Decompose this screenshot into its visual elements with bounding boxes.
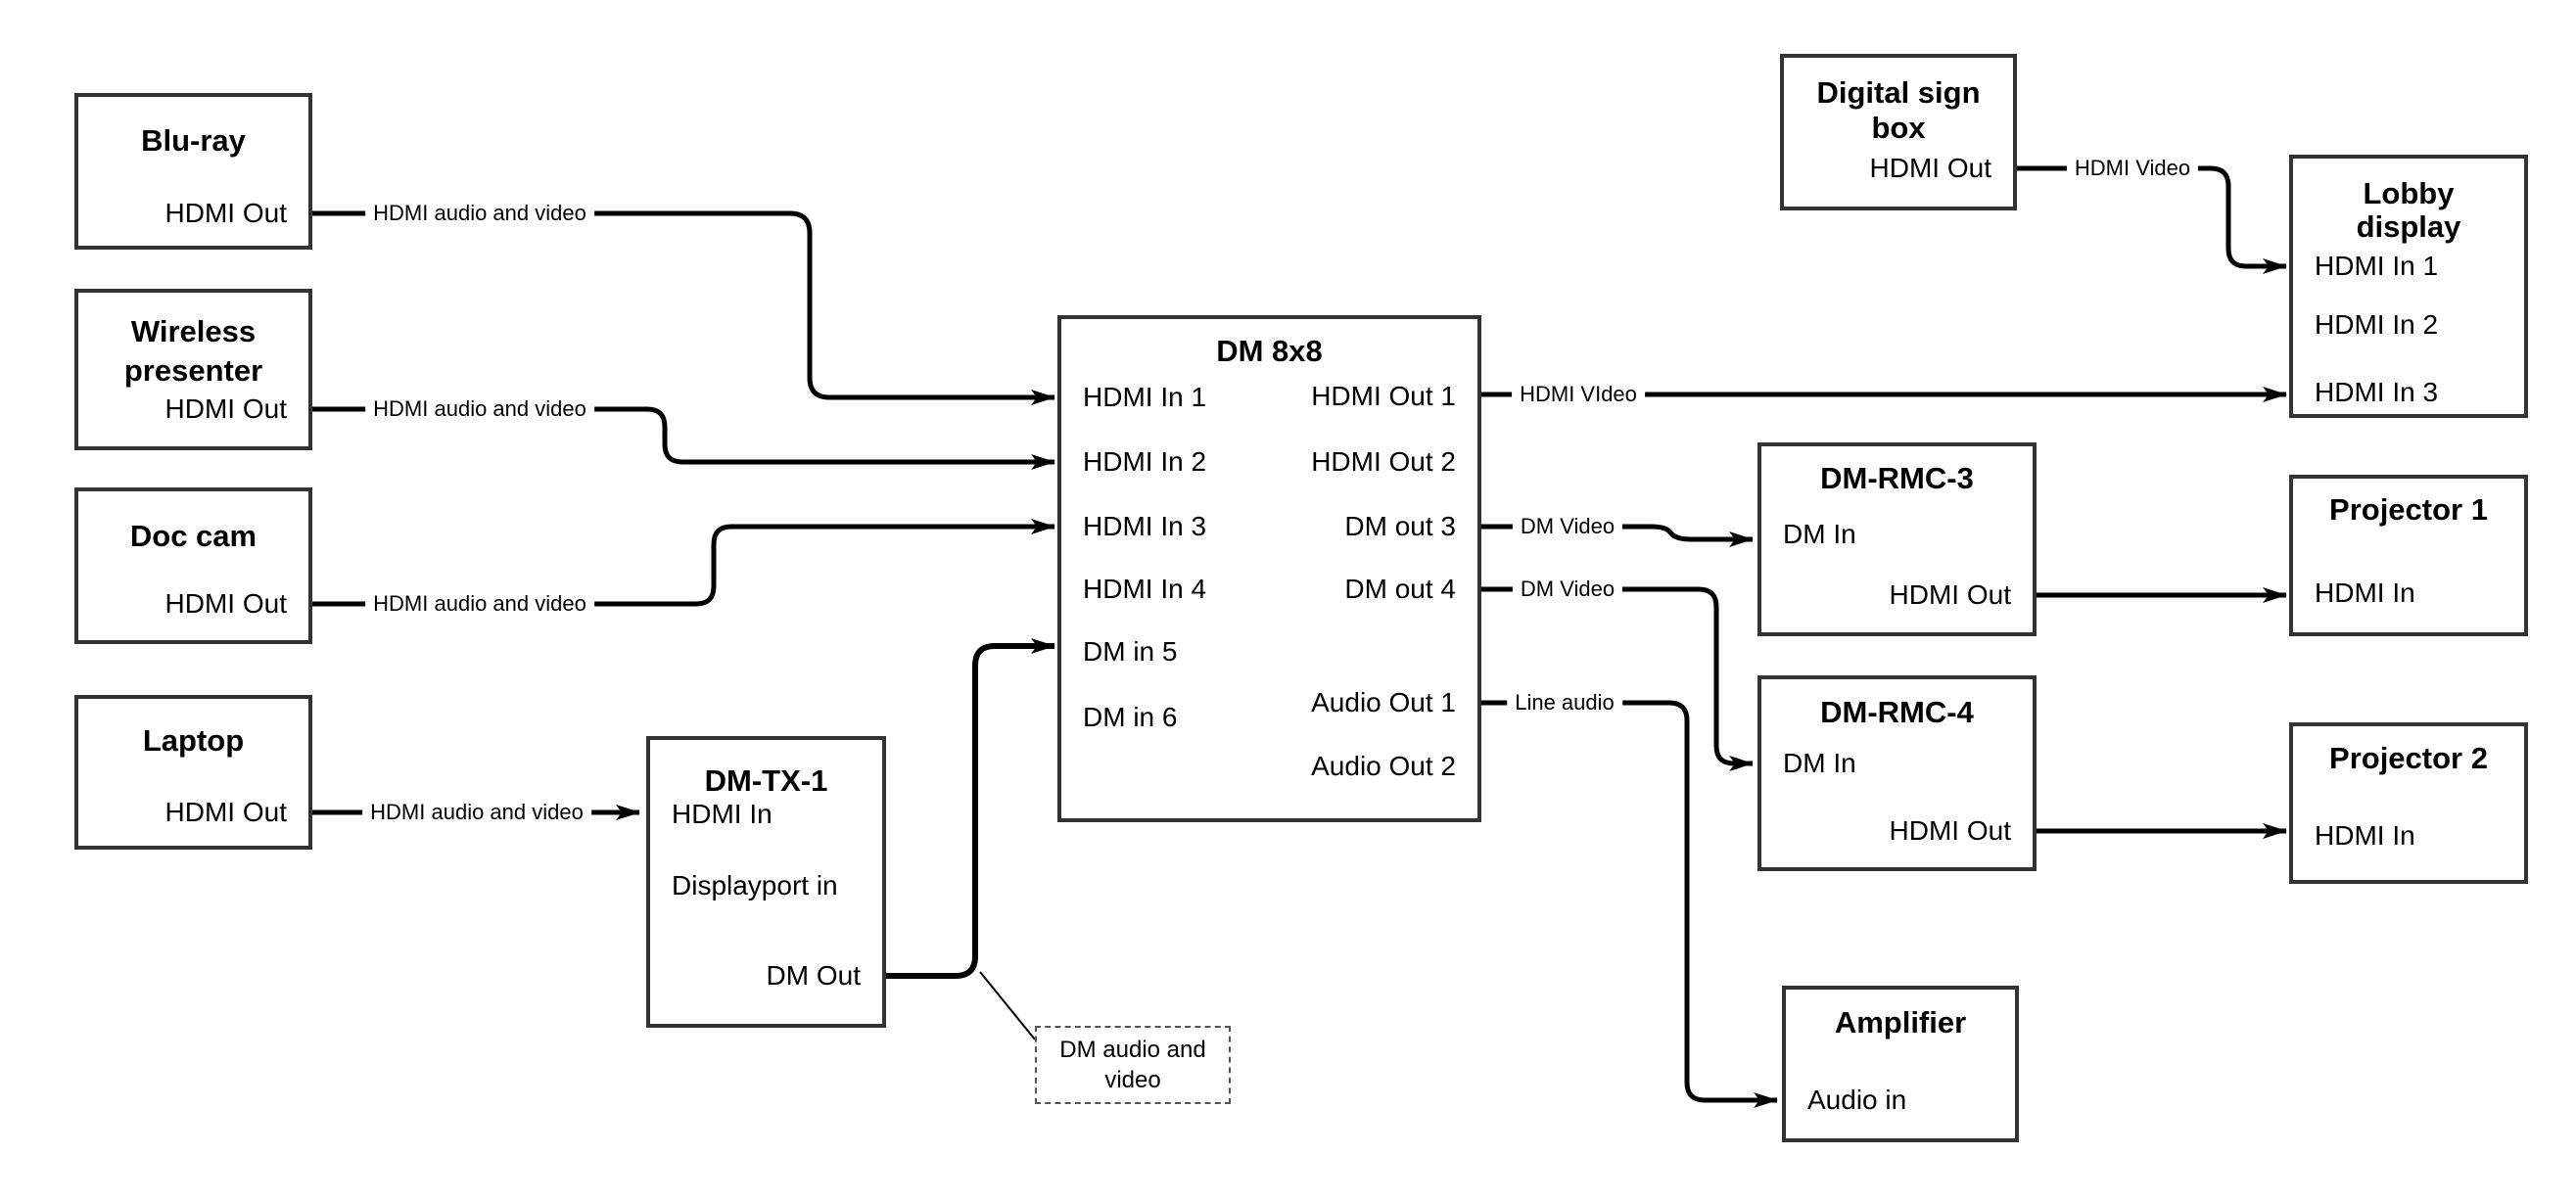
port-hdmi-out: HDMI Out	[1889, 579, 2011, 610]
port-dm-in: DM In	[1783, 748, 1856, 778]
node-wireless-presenter: Wireless presenter HDMI Out	[74, 289, 312, 450]
node-title: DM 8x8	[1216, 334, 1323, 368]
node-title: DM-RMC-4	[1820, 695, 1974, 729]
node-title: Wireless	[130, 314, 257, 348]
connection-label-dm-video-out4: DM Video	[1512, 577, 1623, 602]
port-dm-out: DM Out	[766, 960, 861, 991]
port-hdmi-out: HDMI Out	[164, 393, 287, 424]
note-text-line1: DM audio and	[1059, 1037, 1206, 1063]
port-hdmi-out: HDMI Out	[164, 797, 287, 827]
port-hdmi-in-1: HDMI In 1	[2315, 251, 2439, 281]
node-title-line2: box	[1871, 111, 1926, 145]
port-hdmi-out: HDMI Out	[1889, 815, 2011, 846]
port-audio-out-2: Audio Out 2	[1311, 751, 1456, 781]
node-projector-2: Projector 2 HDMI In	[2289, 722, 2528, 884]
node-title: Projector 2	[2329, 741, 2488, 775]
port-hdmi-out: HDMI Out	[1869, 153, 1991, 183]
port-dm-in-5: DM in 5	[1083, 636, 1178, 667]
node-laptop: Laptop HDMI Out	[74, 695, 312, 850]
port-hdmi-out-2: HDMI Out 2	[1311, 446, 1456, 477]
port-dm-in-6: DM in 6	[1083, 702, 1178, 732]
node-digital-sign-box: Digital sign box HDMI Out	[1780, 54, 2017, 210]
node-dm-rmc-4: DM-RMC-4 DM In HDMI Out	[1757, 675, 2037, 871]
connection-label-bluray-av: HDMI audio and video	[365, 201, 594, 226]
node-title: Laptop	[142, 723, 245, 758]
node-title: Lobby	[2363, 176, 2455, 210]
port-hdmi-in: HDMI In	[2315, 820, 2415, 851]
connection-doccam-to-dm8x8-in3	[312, 519, 1055, 607]
port-hdmi-in-2: HDMI In 2	[2315, 309, 2439, 340]
note-text-line2: video	[1104, 1067, 1161, 1093]
connection-wireless-to-dm8x8-in2	[312, 406, 1055, 470]
port-hdmi-in-1: HDMI In 1	[1083, 382, 1207, 412]
port-hdmi-out: HDMI Out	[164, 198, 287, 228]
port-audio-out-1: Audio Out 1	[1311, 687, 1456, 717]
node-title: DM-TX-1	[704, 763, 828, 798]
node-amplifier: Amplifier Audio in	[1782, 986, 2019, 1142]
port-hdmi-out: HDMI Out	[164, 588, 287, 619]
port-hdmi-in: HDMI In	[2315, 577, 2415, 608]
node-title: DM-RMC-3	[1820, 461, 1974, 495]
node-title-line2: presenter	[123, 353, 263, 388]
connection-bluray-to-dm8x8-in1	[312, 210, 1055, 405]
port-dm-out-4: DM out 4	[1344, 574, 1456, 604]
node-title: Blu-ray	[141, 123, 246, 158]
port-displayport-in: Displayport in	[672, 870, 838, 901]
node-title: Digital sign	[1816, 75, 1981, 110]
note-dm-audio-video: DM audio and video	[1035, 1026, 1231, 1104]
connection-dmtx1-to-dm8x8-in5	[886, 638, 1055, 979]
port-hdmi-in-3: HDMI In 3	[2315, 377, 2439, 407]
connection-label-doccam-av: HDMI audio and video	[365, 591, 594, 617]
port-hdmi-in-4: HDMI In 4	[1083, 574, 1207, 604]
connection-label-line-audio: Line audio	[1507, 690, 1622, 716]
port-hdmi-out-1: HDMI Out 1	[1311, 381, 1456, 411]
note-pointer-line	[979, 971, 1036, 1040]
node-projector-1: Projector 1 HDMI In	[2289, 475, 2528, 636]
node-doc-cam: Doc cam HDMI Out	[74, 487, 312, 644]
node-title: Amplifier	[1834, 1005, 1967, 1039]
connection-label-wireless-av: HDMI audio and video	[365, 396, 594, 422]
port-hdmi-in: HDMI In	[672, 799, 773, 829]
connection-label-laptop-av: HDMI audio and video	[362, 800, 591, 825]
node-lobby-display: Lobby display HDMI In 1 HDMI In 2 HDMI I…	[2289, 155, 2528, 418]
node-bluray: Blu-ray HDMI Out	[74, 93, 312, 250]
connection-dm8x8-out4-to-rmc4	[1481, 586, 1754, 771]
port-hdmi-in-3: HDMI In 3	[1083, 511, 1207, 541]
port-audio-in: Audio in	[1807, 1085, 1907, 1115]
node-dm-rmc-3: DM-RMC-3 DM In HDMI Out	[1757, 442, 2037, 636]
connection-dm8x8-audio1-to-amplifier	[1481, 700, 1778, 1108]
node-dm-8x8: DM 8x8 HDMI In 1 HDMI In 2 HDMI In 3 HDM…	[1057, 315, 1481, 822]
port-dm-in: DM In	[1783, 519, 1856, 549]
node-dm-tx-1: DM-TX-1 HDMI In Displayport in DM Out	[646, 736, 886, 1028]
connection-label-hdmi-video-out1: HDMI VIdeo	[1512, 382, 1645, 407]
connection-label-sign-hdmi-video: HDMI Video	[2066, 156, 2199, 181]
node-title: Projector 1	[2329, 492, 2488, 527]
port-hdmi-in-2: HDMI In 2	[1083, 446, 1207, 477]
node-title-line2: display	[2356, 209, 2461, 244]
connection-label-dm-video-out3: DM Video	[1512, 514, 1623, 539]
port-dm-out-3: DM out 3	[1344, 511, 1456, 541]
connection-dm8x8-out3-to-rmc3	[1481, 524, 1754, 547]
connection-signbox-to-lobby-in1	[2017, 165, 2287, 274]
node-title: Doc cam	[129, 519, 258, 553]
